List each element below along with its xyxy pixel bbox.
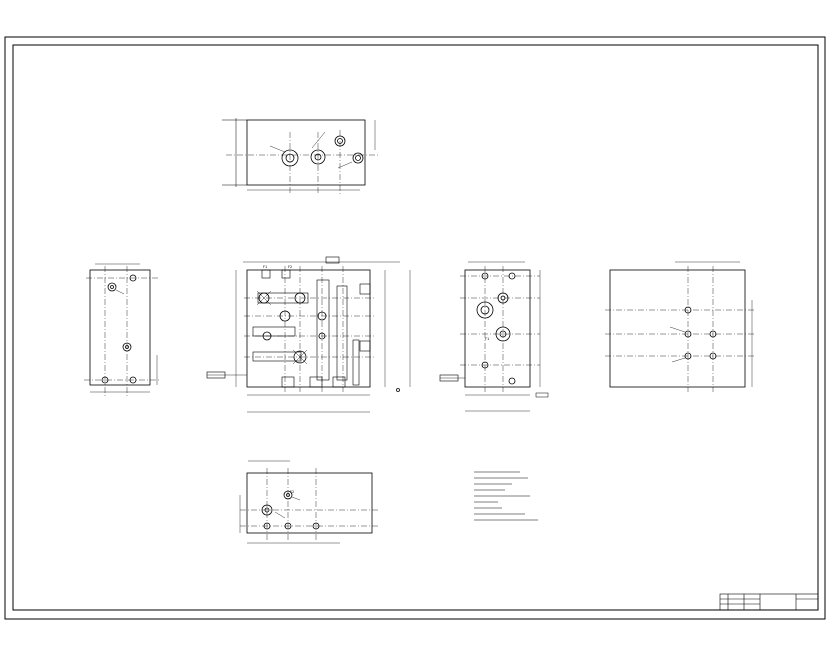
right-port-circle — [497, 292, 509, 304]
back-port-circle — [709, 352, 717, 360]
top-port-circle — [334, 135, 346, 147]
outer-border — [4, 36, 826, 620]
front-port-label: F1 — [263, 265, 267, 269]
left-view-outline — [89, 269, 151, 386]
front-view-texts: F1 F2 — [263, 265, 292, 269]
right-port-circle — [481, 361, 489, 369]
left-port-circle — [122, 342, 132, 352]
right-view — [439, 261, 549, 412]
bottom-view — [239, 460, 380, 544]
bottom-port-circle — [312, 522, 320, 530]
right-port-label: F1 — [485, 337, 489, 341]
right-port-circle — [481, 272, 489, 280]
right-view-outline — [464, 269, 531, 388]
front-port-label: F2 — [288, 265, 292, 269]
front-view-outline — [246, 269, 371, 388]
top-view-outline — [246, 119, 366, 186]
right-view-texts: F1 — [485, 337, 489, 341]
left-port-circle — [129, 376, 137, 384]
left-port-circle — [107, 282, 117, 292]
bottom-view-outline — [246, 472, 373, 534]
right-port-circle — [495, 326, 511, 342]
bottom-port-circle — [283, 490, 293, 500]
right-port-circle — [508, 272, 516, 280]
title-block-frame — [719, 593, 819, 611]
top-port-circle — [281, 149, 299, 167]
section-tag — [325, 256, 340, 264]
bottom-port-circle — [284, 522, 292, 530]
right-port-circle — [476, 301, 494, 319]
top-port-circle — [352, 152, 364, 164]
top-view — [222, 118, 380, 195]
right-port-circle — [508, 377, 516, 385]
section-tag — [206, 371, 226, 379]
bottom-port-circle — [261, 504, 273, 516]
title-block — [719, 593, 819, 611]
left-port-circle — [129, 274, 137, 282]
internal-passage — [336, 285, 348, 381]
technical-notes-lines — [474, 471, 538, 521]
top-port-circle — [310, 149, 326, 165]
back-view-outline — [609, 269, 746, 388]
internal-passage — [316, 279, 330, 381]
internal-passage — [252, 326, 296, 337]
back-port-circle — [709, 330, 717, 338]
section-tag — [439, 374, 459, 382]
internal-passage — [252, 351, 302, 362]
left-view — [84, 263, 160, 396]
front-view — [206, 256, 411, 413]
back-port-circle — [684, 330, 692, 338]
bottom-port-label: F2 — [290, 490, 294, 494]
bottom-view-texts: F2 — [290, 490, 294, 494]
bottom-port-circle — [263, 522, 271, 530]
internal-passage — [257, 292, 309, 304]
back-view — [605, 261, 755, 392]
back-port-circle — [684, 306, 692, 314]
internal-passage — [352, 339, 360, 386]
back-port-circle — [684, 352, 692, 360]
left-port-circle — [101, 376, 109, 384]
inner-border — [12, 44, 819, 611]
